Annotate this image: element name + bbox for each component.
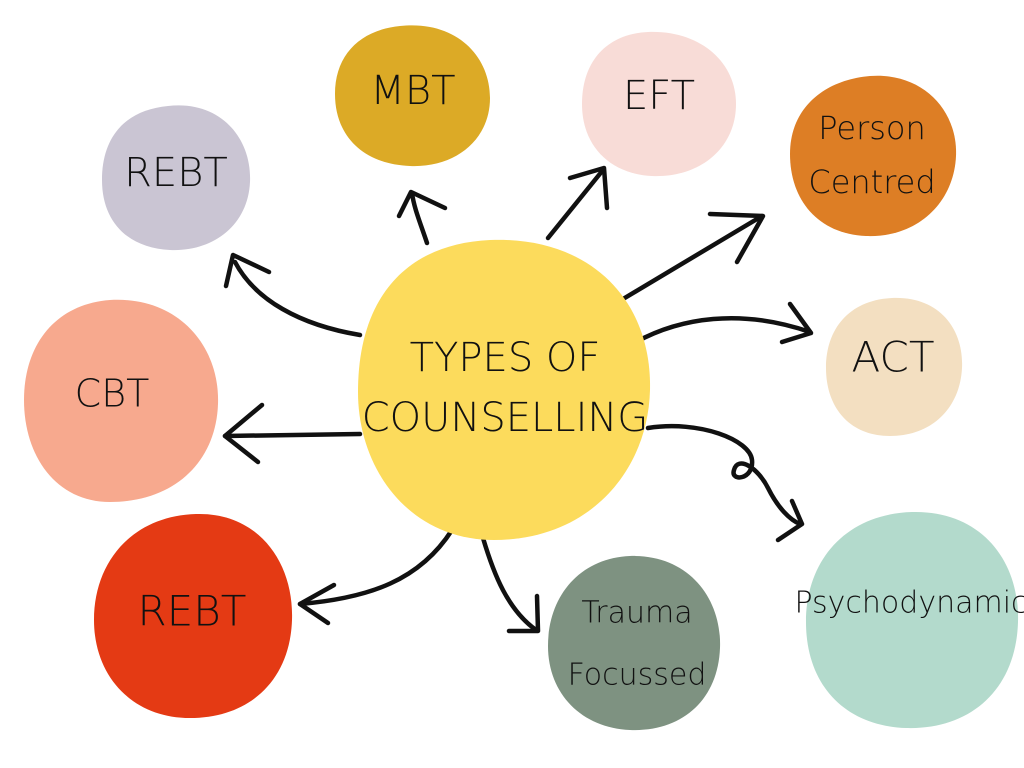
node-person-centred-label-1: Person: [818, 109, 926, 147]
connector-arrows: [222, 165, 814, 634]
node-person-centred-label-2: Centred: [808, 163, 935, 201]
node-mbt-blob: [335, 25, 490, 167]
node-trauma-focussed-label-1: Trauma: [581, 596, 692, 631]
node-trauma-focussed-blob: [548, 555, 721, 731]
center-title-line-2: COUNSELLING: [362, 395, 649, 441]
node-rebt-top: REBT: [102, 105, 251, 251]
arrow-to-eft: [545, 165, 610, 241]
node-eft: EFT: [582, 31, 736, 177]
node-trauma-focussed-label-2: Focussed: [568, 658, 707, 693]
node-act: ACT: [826, 297, 963, 436]
node-person-centred-blob: [790, 75, 957, 237]
node-cbt: CBT: [24, 299, 219, 502]
center-node: TYPES OF COUNSELLING: [358, 239, 651, 540]
arrow-to-rebt-top: [223, 252, 363, 338]
node-mbt: MBT: [335, 25, 490, 167]
center-node-blob: [358, 239, 651, 540]
node-rebt-bottom-blob: [94, 513, 293, 718]
node-act-blob: [826, 297, 963, 436]
node-rebt-bottom: REBT: [94, 513, 293, 718]
arrow-to-trauma-focussed: [480, 535, 541, 634]
node-act-label: ACT: [852, 333, 935, 382]
arrow-to-rebt-bottom: [297, 527, 455, 626]
node-cbt-blob: [24, 299, 219, 502]
node-mbt-label: MBT: [370, 68, 455, 114]
arrow-to-act: [633, 301, 814, 345]
node-person-centred: Person Centred: [790, 75, 957, 237]
node-psychodynamic-blob: [806, 511, 1019, 729]
node-eft-label: EFT: [623, 73, 695, 119]
node-cbt-label: CBT: [75, 372, 150, 416]
node-rebt-top-label: REBT: [124, 150, 228, 196]
arrow-to-cbt: [222, 402, 363, 465]
node-trauma-focussed: Trauma Focussed: [548, 555, 721, 731]
node-psychodynamic-label: Psychodynamic: [794, 586, 1024, 621]
node-rebt-top-blob: [102, 105, 251, 251]
center-title-line-1: TYPES OF: [410, 335, 601, 381]
node-psychodynamic: Psychodynamic: [794, 511, 1024, 729]
arrow-to-person-centred: [615, 211, 766, 305]
arrow-to-psychodynamic: [645, 423, 805, 543]
node-eft-blob: [582, 31, 736, 177]
node-rebt-bottom-label: REBT: [138, 587, 247, 636]
arrow-to-mbt: [396, 189, 448, 246]
